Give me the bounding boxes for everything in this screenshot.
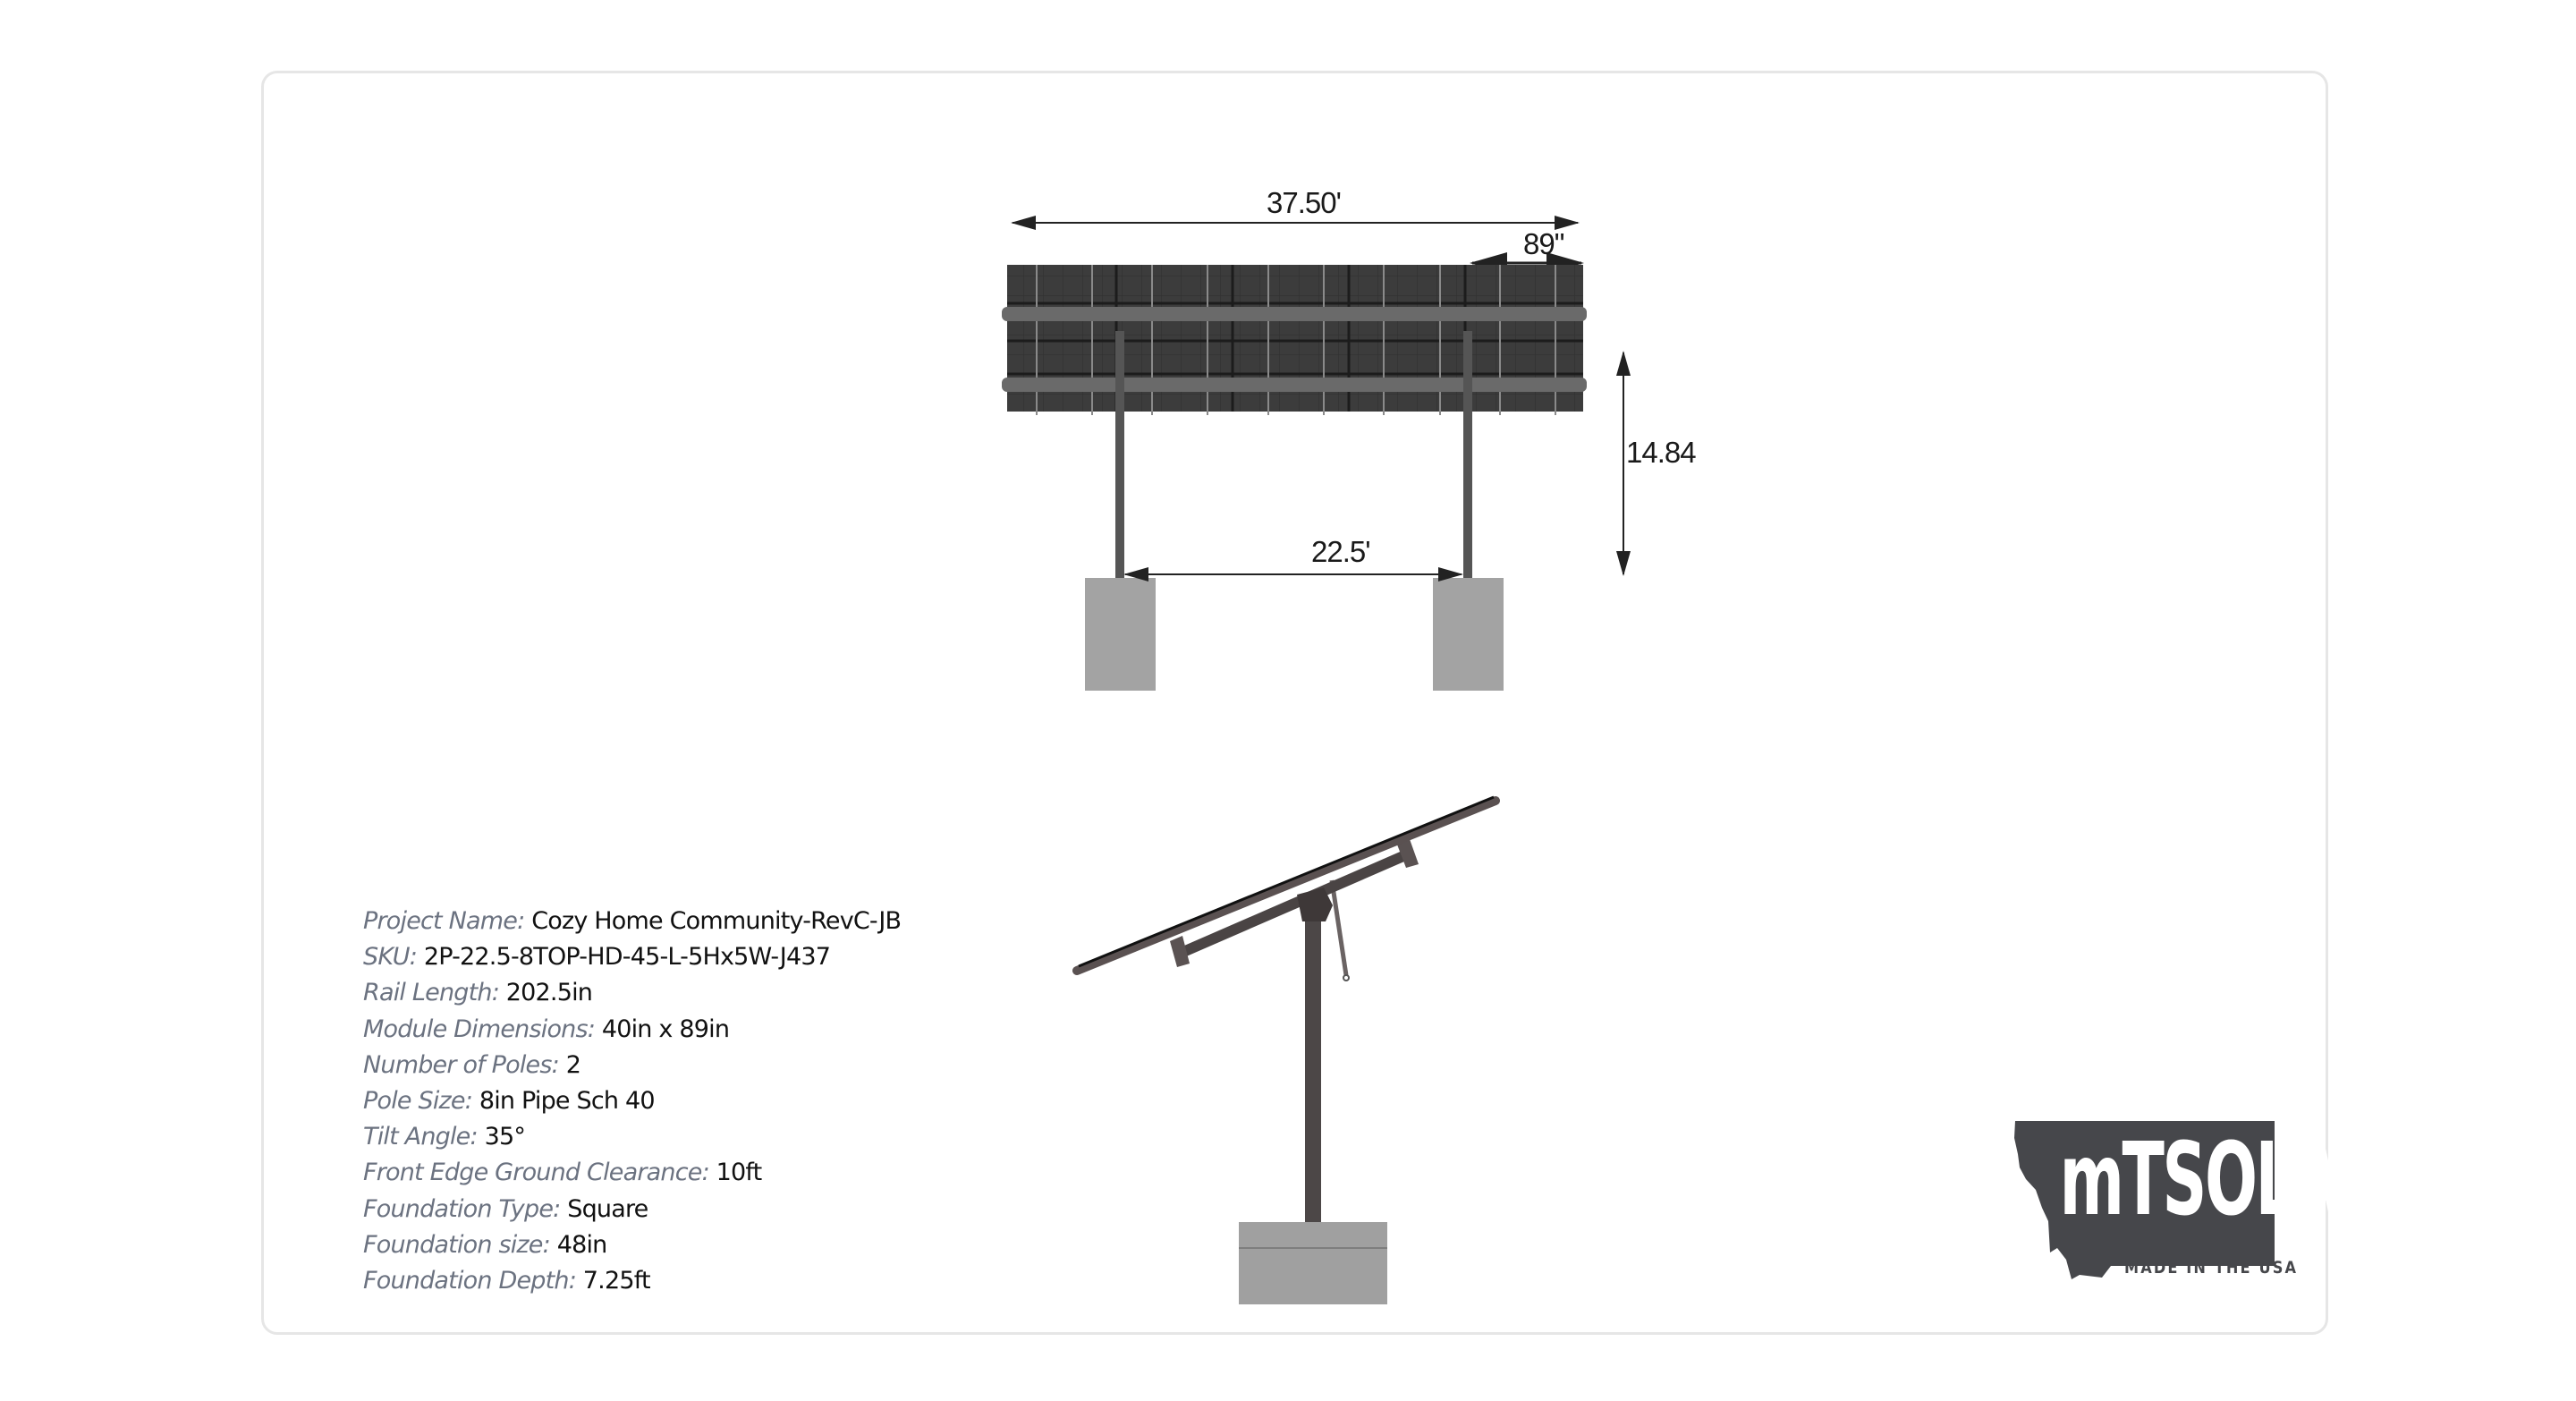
- spec-number-of-poles: Number of Poles: 2: [363, 1050, 581, 1079]
- height-label: 14.84: [1626, 436, 1697, 469]
- rail-upper: [1002, 307, 1587, 321]
- mtsolar-logo: mTSOLAR MADE IN THE USA: [2006, 1118, 2386, 1283]
- montana-shape: [2014, 1121, 2275, 1279]
- logo-badge: [2014, 1121, 2275, 1279]
- actuator-strut: [1329, 879, 1349, 976]
- torque-beam: [1174, 847, 1414, 960]
- pole-right: [1463, 331, 1472, 578]
- project-specs: Project Name: Cozy Home Community-RevC-J…: [363, 904, 902, 1299]
- rail-lower: [1002, 378, 1587, 392]
- spec-foundation-type: Foundation Type: Square: [363, 1194, 648, 1223]
- mount-bracket-right: [1397, 839, 1419, 868]
- pivot-hub: [1297, 887, 1333, 921]
- spec-project-name: Project Name: Cozy Home Community-RevC-J…: [363, 907, 902, 935]
- spec-tilt-angle: Tilt Angle: 35°: [363, 1123, 526, 1151]
- footing-left: [1085, 578, 1156, 691]
- side-pole: [1305, 913, 1321, 1222]
- front-view: [1002, 216, 1631, 691]
- spec-sku: SKU: 2P-22.5-8TOP-HD-45-L-5Hx5W-J437: [363, 943, 831, 972]
- mount-bracket-left: [1170, 936, 1190, 967]
- side-panel-face: [1078, 795, 1495, 968]
- spec-ground-clearance: Front Edge Ground Clearance: 10ft: [363, 1159, 762, 1187]
- spec-pole-size: Pole Size: 8in Pipe Sch 40: [363, 1087, 656, 1116]
- pole-spacing-label: 22.5': [1311, 535, 1371, 568]
- module-width-label: 89": [1523, 227, 1564, 260]
- spec-rail-length: Rail Length: 202.5in: [363, 979, 593, 1007]
- strut-eye: [1343, 974, 1350, 981]
- spec-foundation-size: Foundation size: 48in: [363, 1230, 607, 1259]
- overall-width-label: 37.50': [1267, 186, 1342, 219]
- logo-wordmark: mTSOLAR: [2059, 1122, 2386, 1238]
- spec-foundation-depth: Foundation Depth: 7.25ft: [363, 1267, 651, 1295]
- side-view: [1072, 795, 1500, 1304]
- logo-tagline: MADE IN THE USA: [2124, 1258, 2299, 1278]
- side-panel: [1072, 796, 1500, 975]
- pole-left: [1115, 331, 1124, 578]
- footing-right: [1433, 578, 1504, 691]
- spec-module-dimensions: Module Dimensions: 40in x 89in: [363, 1015, 730, 1043]
- side-footing: [1239, 1222, 1387, 1304]
